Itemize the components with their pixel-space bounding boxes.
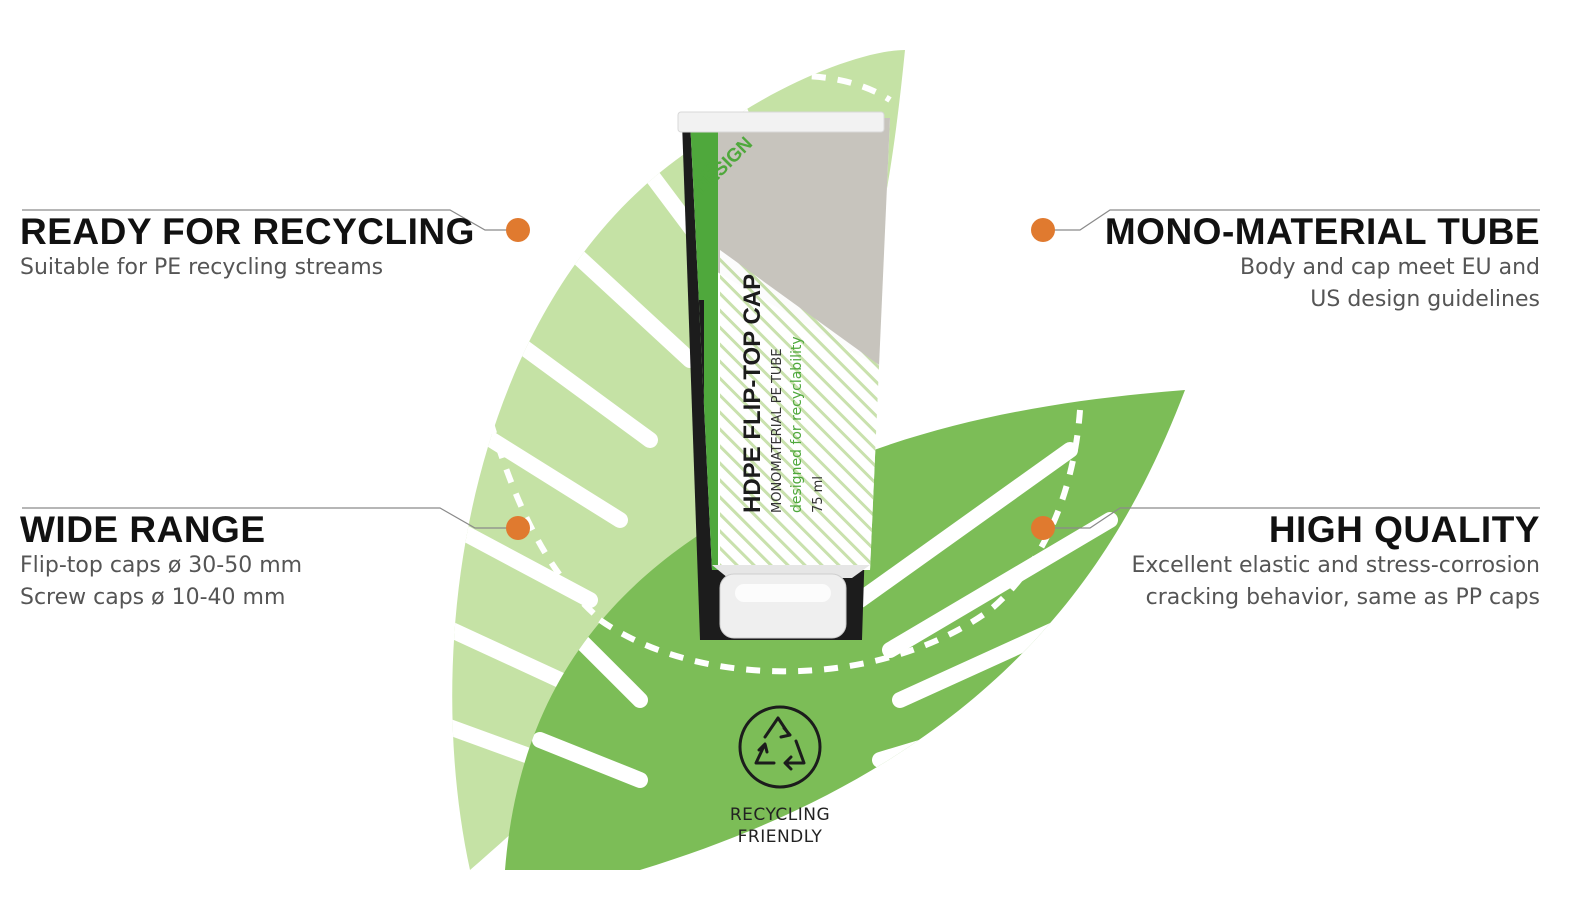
feature-high-quality: HIGH QUALITY Excellent elastic and stres… (1131, 510, 1540, 614)
tube-material: MONOMATERIAL PE TUBE (770, 348, 785, 513)
leaf-front-dash (598, 409, 1083, 675)
feature-desc-line: Suitable for PE recycling streams (20, 255, 384, 280)
tube-cap-highlight (735, 584, 831, 602)
recycling-friendly-label: RECYCLING FRIENDLY (700, 804, 860, 848)
connector-mono (1043, 209, 1540, 231)
feature-desc-line: US design guidelines (1310, 287, 1540, 312)
tube-tagline: designed for recyclability (789, 336, 805, 513)
tube-hatch (720, 250, 890, 570)
connectors (22, 209, 1540, 529)
tube-cap (719, 573, 847, 639)
feature-desc-line: Body and cap meet EU and (1240, 255, 1540, 280)
dot-ready (506, 218, 530, 242)
connector-quality (1043, 507, 1540, 529)
feature-desc-line: Flip-top caps ø 30-50 mm (20, 553, 303, 578)
connector-ready (22, 209, 518, 231)
feature-wide-range: WIDE RANGE Flip-top caps ø 30-50 mm Scre… (20, 510, 302, 614)
recycle-icon (738, 705, 822, 789)
tube-product-name: HDPE FLIP-TOP CAP (739, 274, 766, 513)
feature-ready-for-recycling: READY FOR RECYCLING Suitable for PE recy… (20, 212, 475, 284)
feature-title: MONO-MATERIAL TUBE (1104, 211, 1540, 252)
feature-title: WIDE RANGE (20, 509, 266, 550)
tube-crimp (677, 111, 885, 133)
badge-line: RECYCLING (729, 805, 831, 825)
feature-desc-line: Screw caps ø 10-40 mm (20, 585, 286, 610)
feature-title: HIGH QUALITY (1268, 509, 1540, 550)
tube-grey-band (690, 118, 890, 380)
feature-title: READY FOR RECYCLING (20, 211, 475, 252)
dot-quality (1031, 516, 1055, 540)
connector-wide (22, 507, 518, 529)
feature-desc-line: Excellent elastic and stress-corrosion (1131, 553, 1540, 578)
tube: eco DESIGN HDPE FLIP-TOP CAP MONOMATERIA… (677, 111, 890, 640)
dot-mono (1031, 218, 1055, 242)
dot-wide (506, 516, 530, 540)
tube-volume: 75 ml (811, 476, 826, 513)
feature-mono-material-tube: MONO-MATERIAL TUBE Body and cap meet EU … (1105, 212, 1540, 316)
badge-line: FRIENDLY (737, 827, 823, 847)
feature-desc-line: cracking behavior, same as PP caps (1145, 585, 1540, 610)
